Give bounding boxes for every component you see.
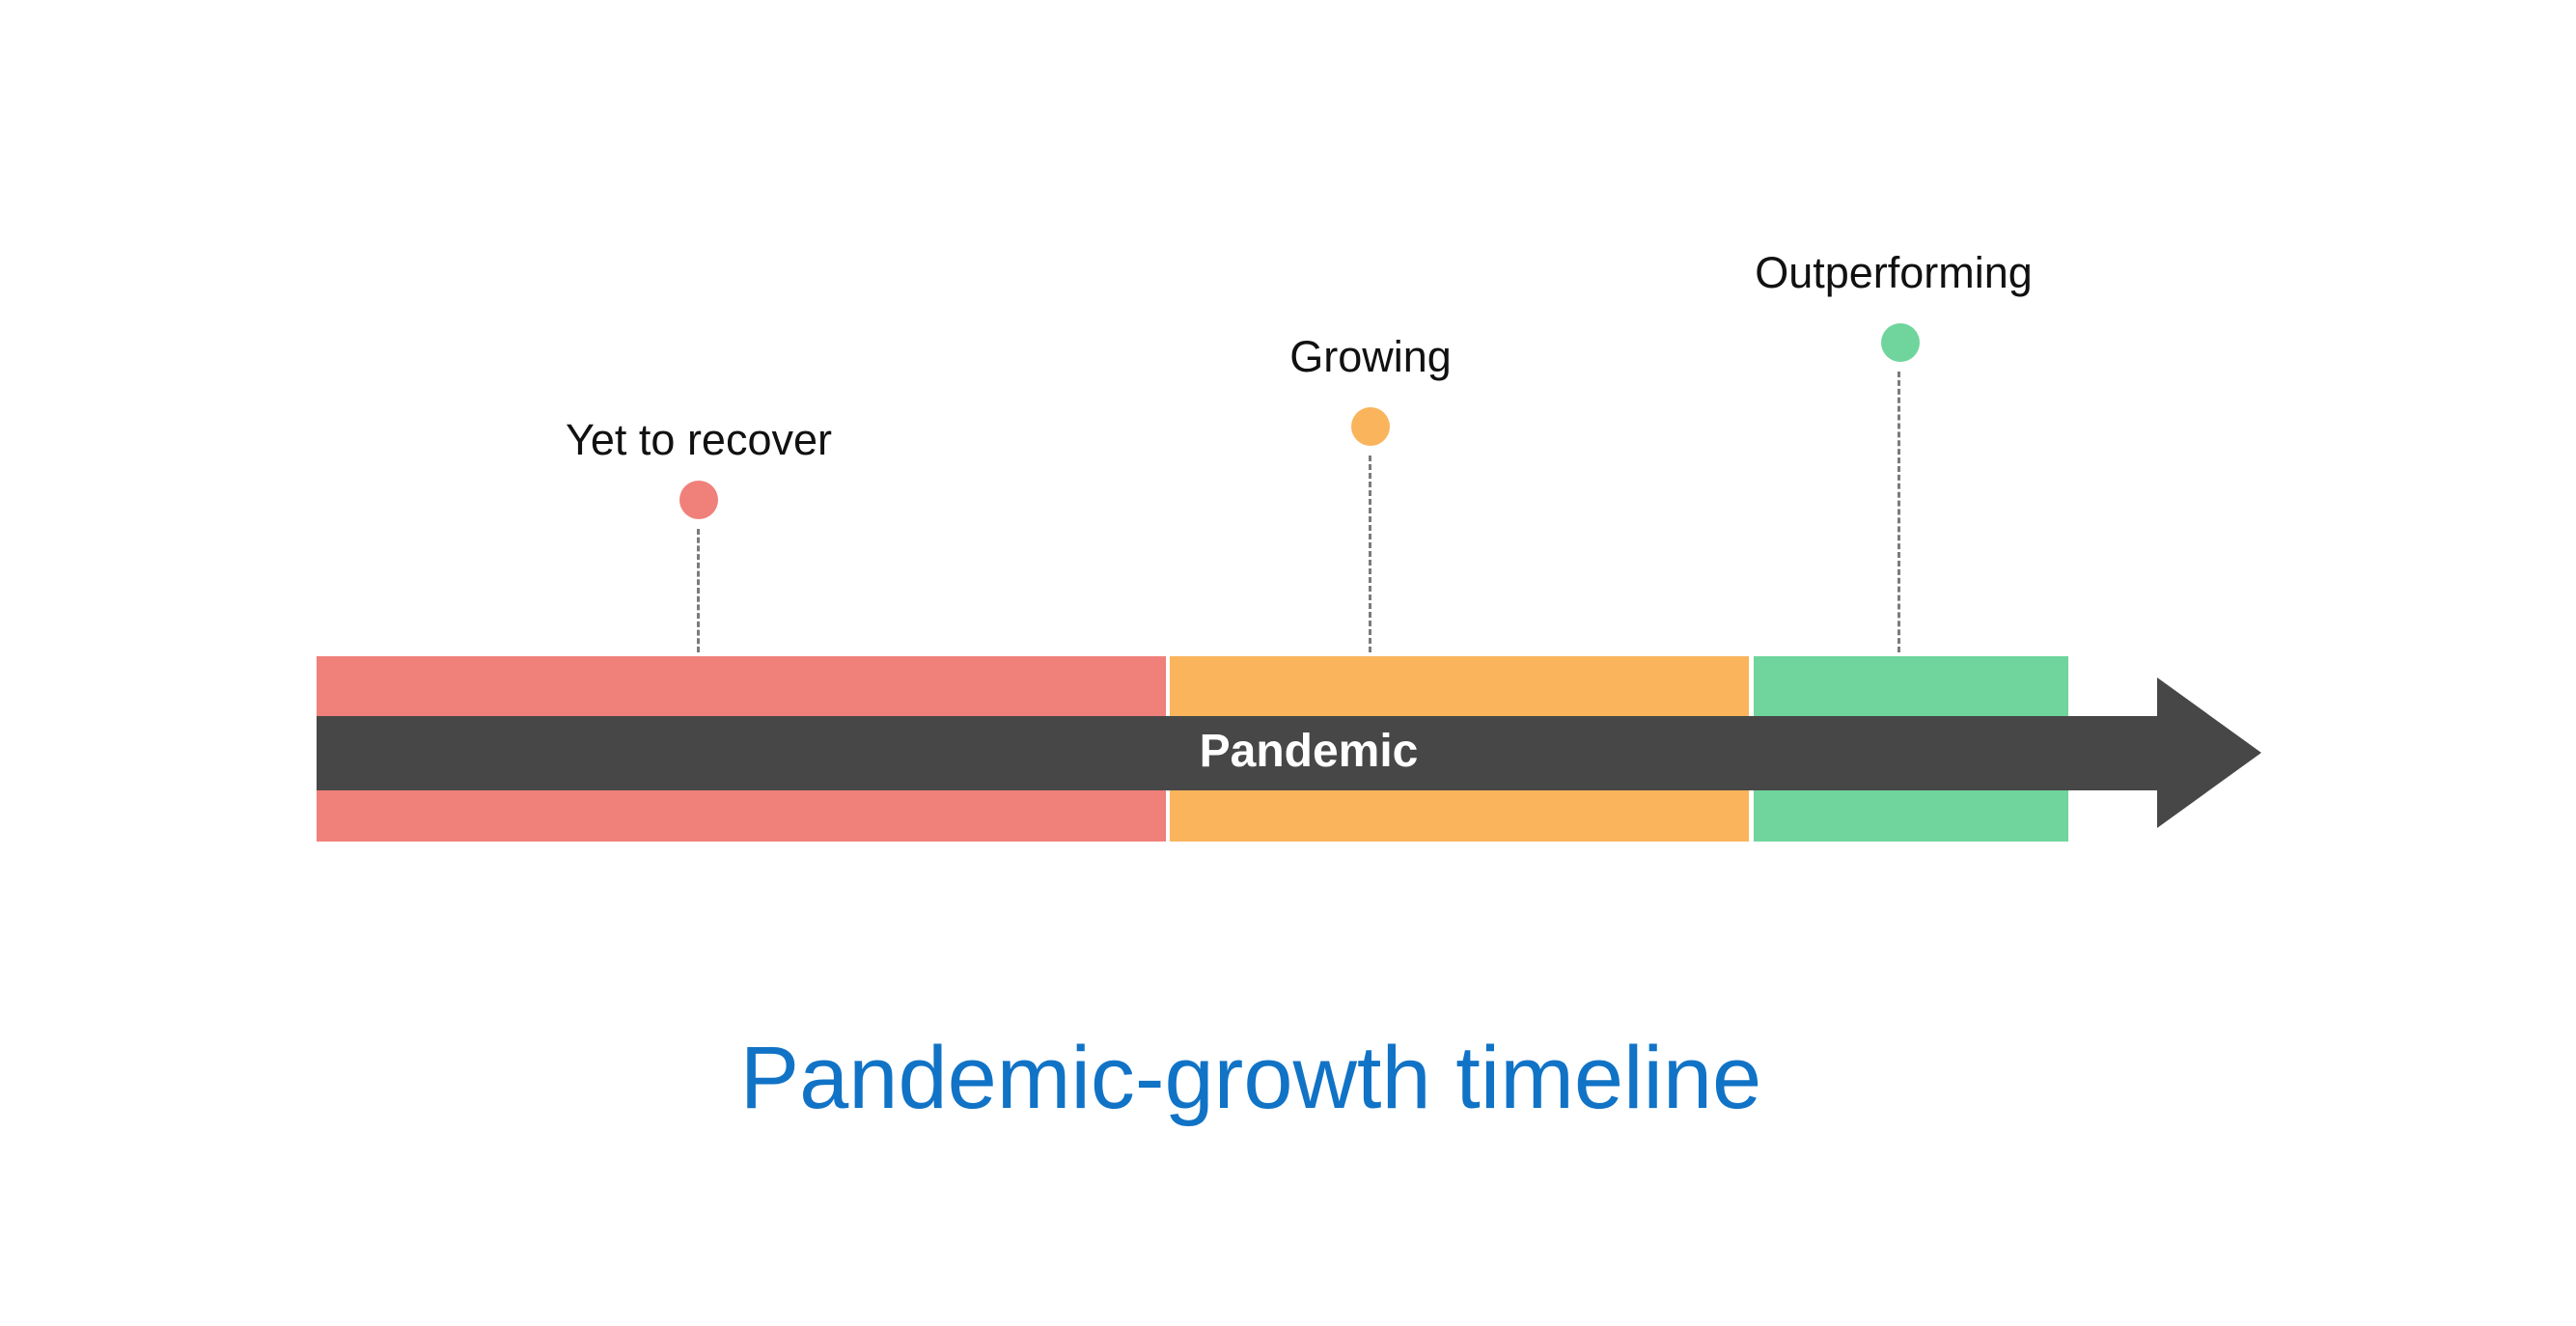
milestone-label: Growing [1289,332,1452,381]
pandemic-arrow-head-icon [2157,677,2261,828]
pandemic-arrow-shaft [317,716,2157,790]
milestone-label: Yet to recover [566,415,832,464]
connector-dashed-line [1897,372,1900,652]
milestone-label: Outperforming [1755,248,2033,297]
connector-dashed-line [697,529,700,652]
milestone-dot-icon [1351,407,1390,446]
connector-dashed-line [1369,456,1371,652]
pandemic-arrow-label: Pandemic [1199,726,1419,777]
diagram-title: Pandemic-growth timeline [739,1029,1762,1127]
milestone-dot-icon [1881,323,1920,362]
milestone-dot-icon [679,481,718,519]
